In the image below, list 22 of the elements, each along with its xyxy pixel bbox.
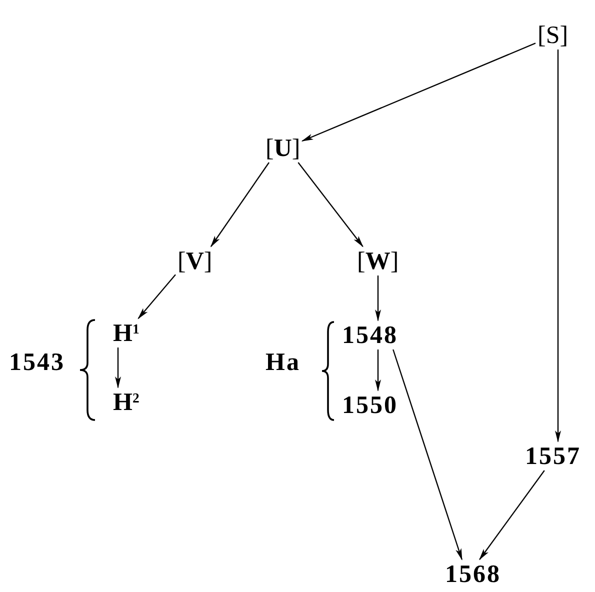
arrow (210, 162, 270, 248)
arrow (392, 349, 462, 560)
group-label: Ha (266, 350, 300, 374)
arrow (555, 50, 561, 442)
date-label: 1557 (525, 444, 581, 468)
arrow (298, 162, 364, 248)
arrow (375, 350, 381, 392)
arrow (479, 470, 545, 560)
siglum-label: [V] (178, 248, 212, 274)
arrow (115, 348, 121, 388)
node-label: H$^{1}$ (113, 320, 140, 346)
date-label: 1550 (342, 392, 398, 418)
group-label: 1543 (9, 350, 65, 374)
siglum-label: [W] (357, 248, 399, 274)
node-label: H$^{2}$ (113, 390, 140, 414)
siglum-label: [U] (266, 136, 300, 160)
siglum-label: [S] (538, 22, 568, 48)
date-label: 1548 (342, 322, 398, 348)
date-label: 1568 (445, 562, 501, 586)
arrow (301, 42, 536, 142)
arrow (138, 274, 176, 320)
arrow (375, 276, 381, 322)
